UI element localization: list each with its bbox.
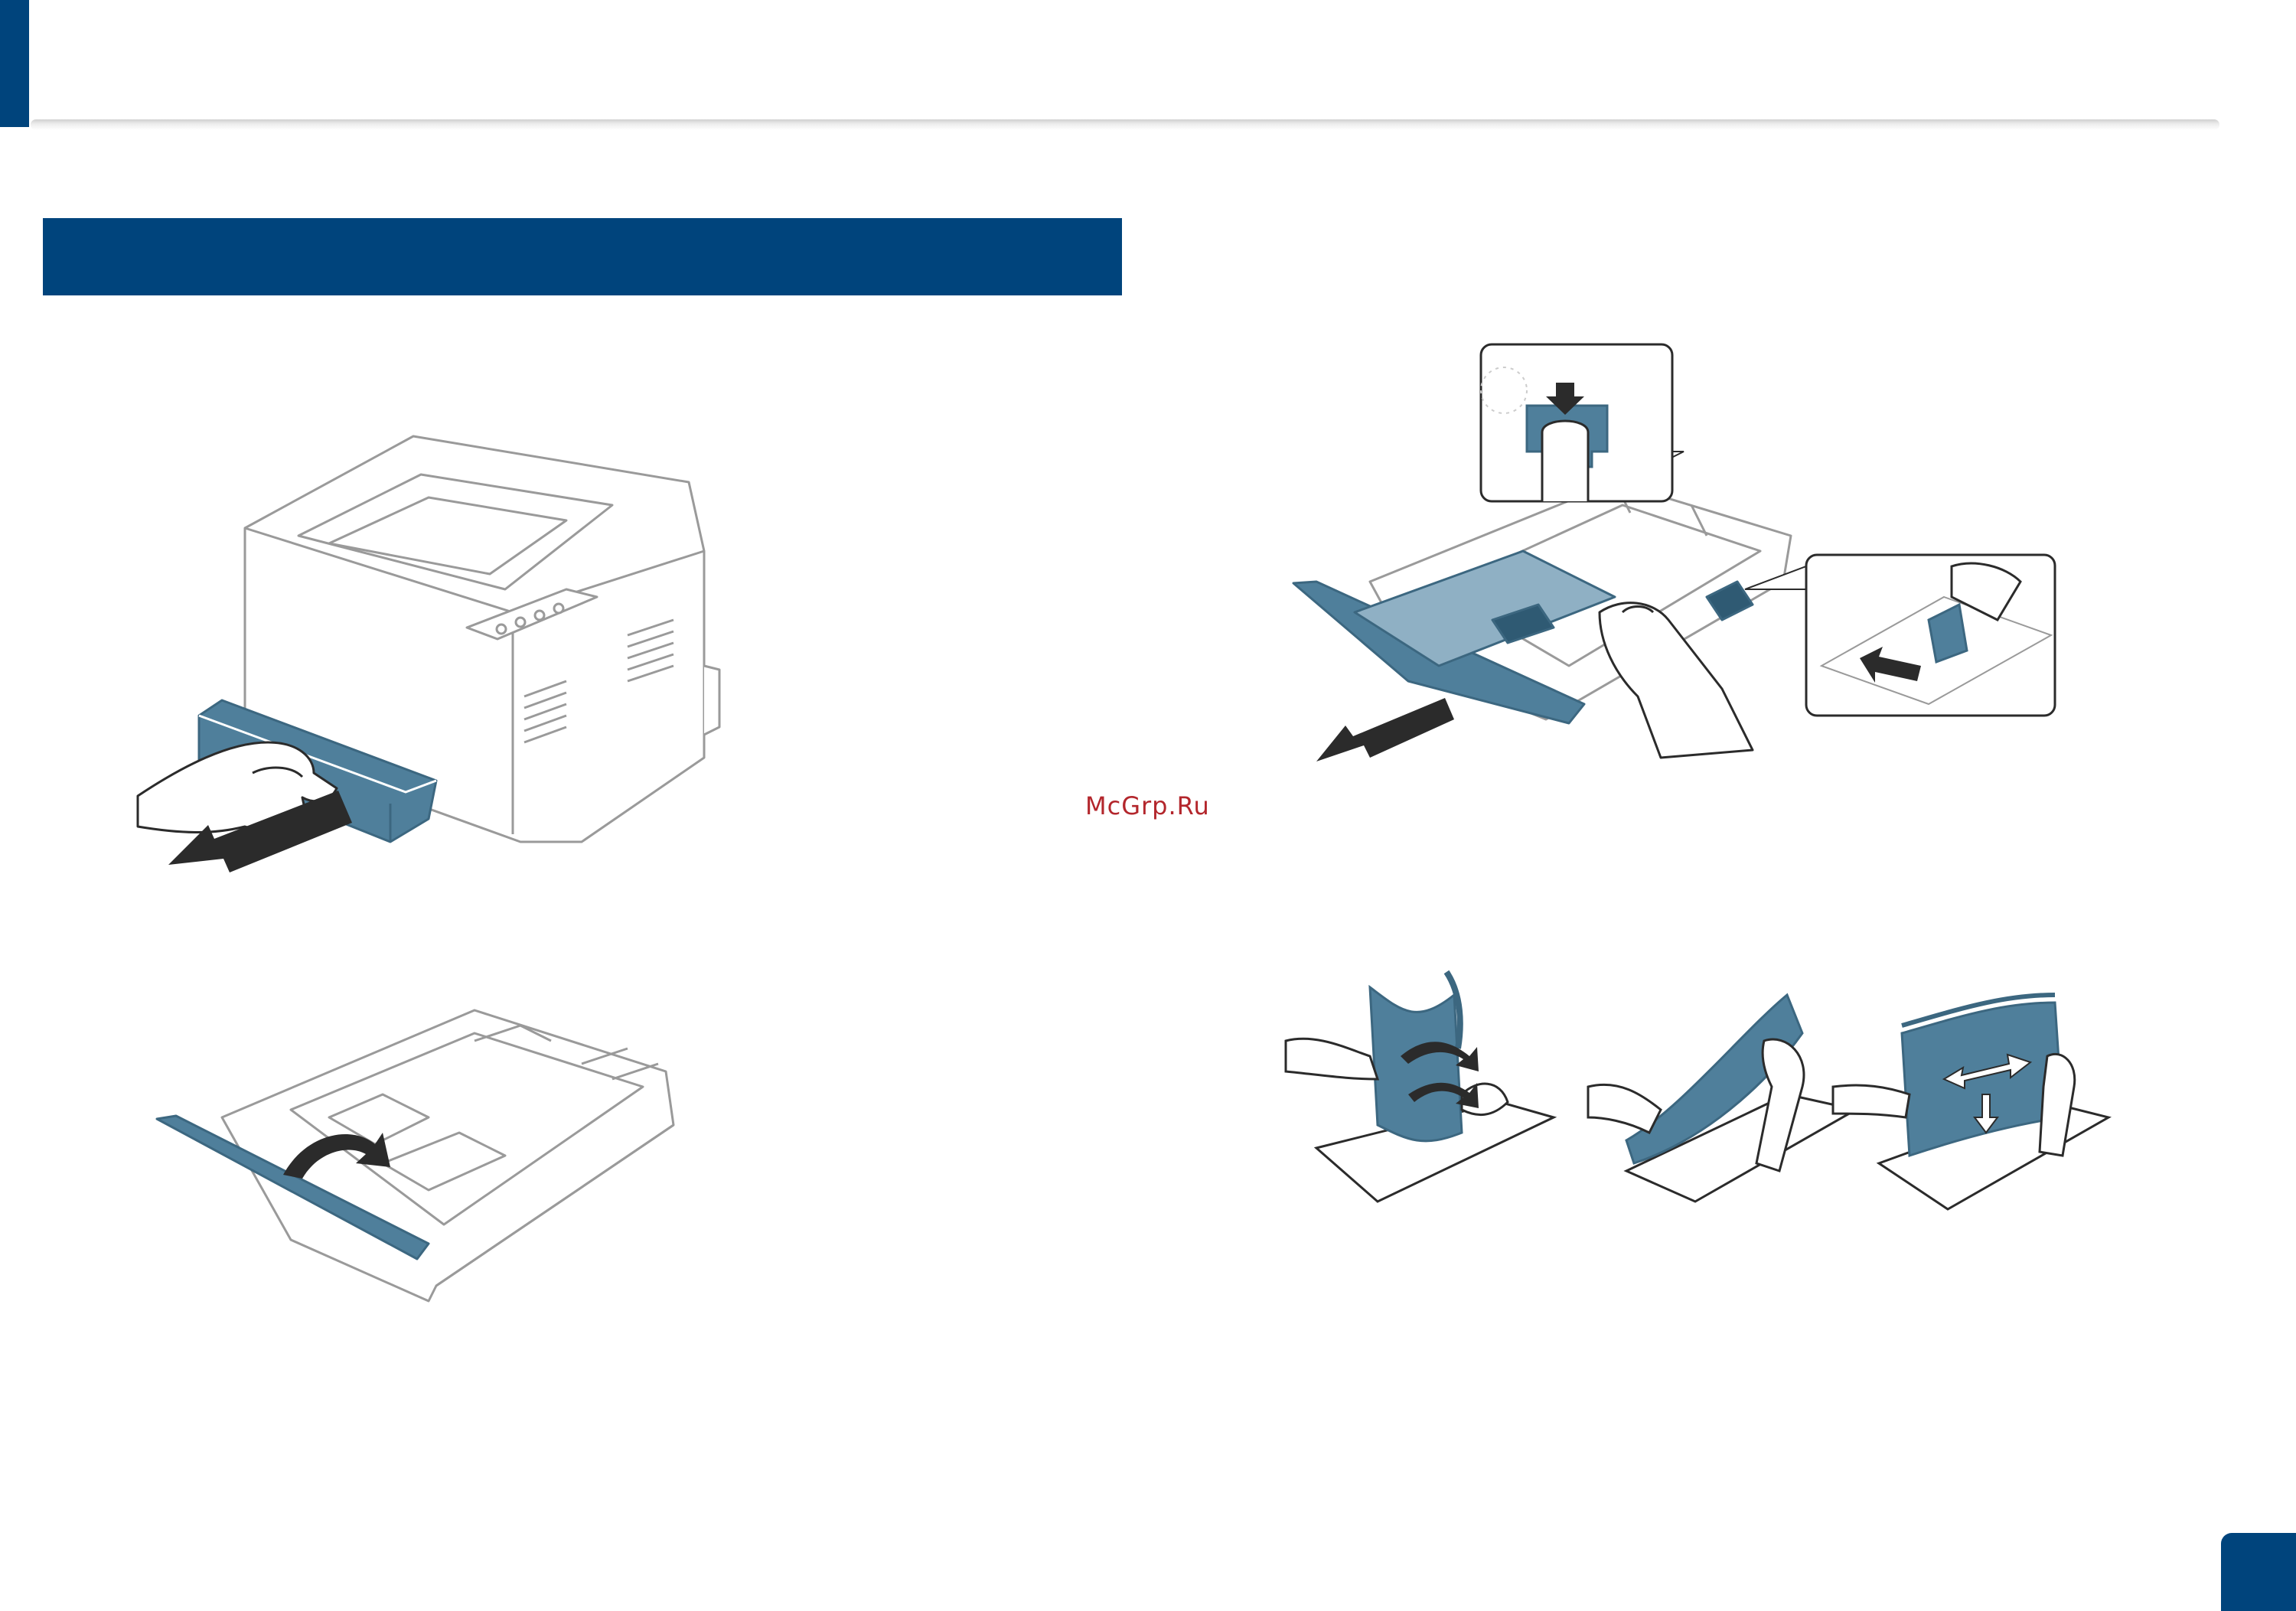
tray-cover-open-illustration: [153, 995, 689, 1303]
paper-flex-illustration: [1284, 964, 1561, 1209]
paper-fan-illustration: [1587, 987, 1860, 1217]
tray-guide-adjust-illustration: [1292, 343, 2059, 773]
section-header-bar: [43, 218, 1122, 295]
header-divider: [31, 119, 2219, 130]
corner-tab: [0, 0, 29, 127]
printer-tray-pull-illustration: [136, 406, 721, 895]
page-number-tab: [2221, 1533, 2296, 1611]
watermark-text: McGrp.Ru: [1085, 791, 1210, 820]
paper-align-illustration: [1831, 987, 2116, 1217]
